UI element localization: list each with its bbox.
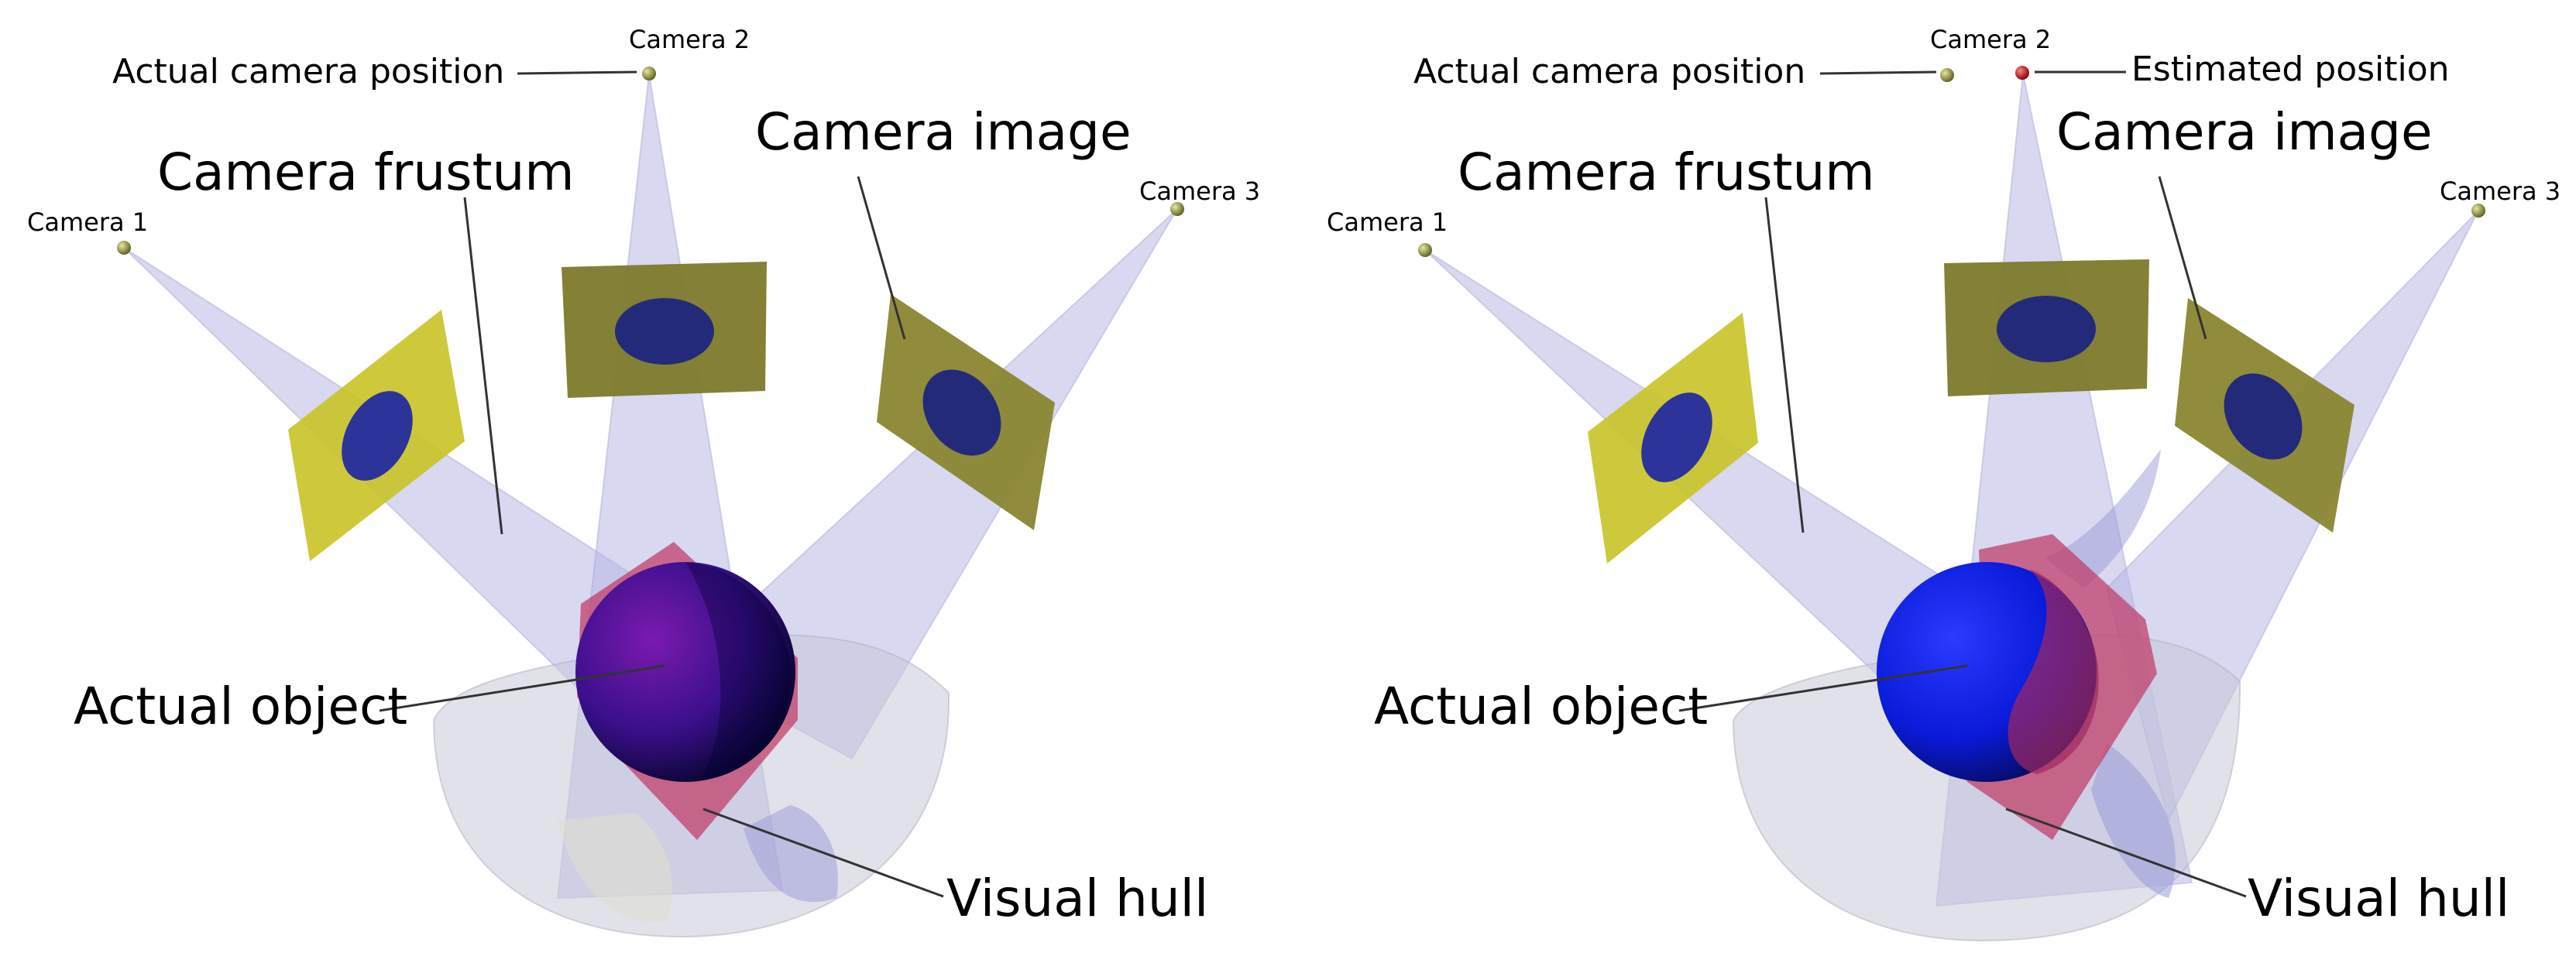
frustum-inner-lobe [558,813,672,923]
silhouette-camera-2 [615,298,714,365]
leader-actual-camera-position [517,70,637,75]
camera-frustum-label: Camera frustum [157,142,575,202]
camera-image-label: Camera image [2056,102,2433,162]
leader-visual-hull [702,807,944,898]
leader-visual-hull [2005,807,2247,898]
leader-camera-frustum [463,197,503,535]
actual-object-sphere [575,562,795,782]
leader-actual-object [1678,664,1968,712]
camera-image-planes [1588,259,2354,564]
frustum-inner-lobe-2 [2045,449,2161,588]
actual-camera-position-label: Actual camera position [112,52,504,91]
leader-actual-object [379,664,665,712]
leader-actual-camera-position [1819,70,1937,75]
camera-1-marker [1418,243,1432,257]
camera-3-marker [2471,204,2485,218]
sphere-shading [685,562,792,780]
camera-image-label: Camera image [755,102,1132,162]
silhouette-camera-1 [1641,392,1712,482]
estimated-position-label: Estimated position [2131,50,2450,89]
silhouette-camera-3 [922,369,1001,456]
camera-3-marker [1170,202,1184,216]
camera-image-planes [288,262,1055,561]
camera-frustum-label: Camera frustum [1458,142,1875,202]
camera-3-label: Camera 3 [1139,177,1260,206]
estimated-position-marker [2015,66,2029,80]
camera-1-marker [117,241,131,255]
actual-object-label: Actual object [1374,677,1708,736]
leader-camera-image [857,176,906,340]
visual-hull-label: Visual hull [946,869,1208,928]
visual-hull-label: Visual hull [2248,869,2509,928]
camera-2-label: Camera 2 [1930,25,2051,54]
leader-camera-frustum [1764,197,1805,533]
actual-object-label: Actual object [74,677,407,736]
frustum-inner-lobe-2 [744,805,838,903]
camera-2-marker [1940,68,1954,82]
camera-2-marker [642,67,656,81]
camera-3-label: Camera 3 [2440,177,2561,206]
panel-left: Camera 1 Camera 2 Camera 3 Actual camera… [27,25,1260,938]
camera-2-label: Camera 2 [629,25,750,54]
silhouette-camera-1 [342,391,413,481]
silhouette-camera-3 [2224,373,2303,460]
actual-camera-position-label: Actual camera position [1413,52,1805,91]
silhouette-camera-2 [1997,296,2096,362]
leader-camera-image [2158,176,2207,340]
camera-1-label: Camera 1 [27,207,148,237]
frustum-inner-lobe [2091,743,2176,898]
camera-1-label: Camera 1 [1327,207,1448,237]
panel-right: Camera 1 Camera 2 Camera 3 Actual camera… [1327,25,2561,942]
visual-hull-overlap [2008,569,2099,774]
